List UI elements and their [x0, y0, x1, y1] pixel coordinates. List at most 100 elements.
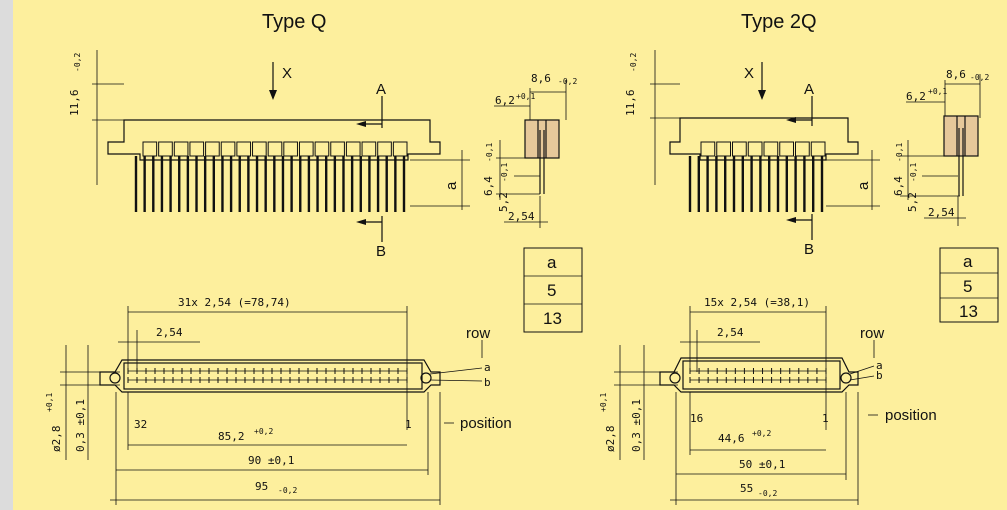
contact-cavity: [220, 141, 236, 157]
dim-a-label-2q: a: [855, 181, 872, 190]
section-a-label-q: A: [376, 81, 386, 98]
side-q-h1-dim: 6,4: [482, 176, 495, 196]
table-2q-header: a: [963, 252, 973, 271]
side-2q-h2-tol: -0,1: [909, 163, 918, 182]
side-2q-top-dim: 8,6: [946, 68, 966, 81]
position-label-q: position: [460, 415, 512, 432]
side-q-pitch-dim: 2,54: [508, 210, 535, 223]
type-2q-last-position: 1: [822, 412, 829, 425]
type-2q-front-view: 11,6 -0,2 X A B a: [624, 50, 880, 258]
contact-cavity: [142, 141, 158, 157]
title-type-2q: Type 2Q: [741, 11, 817, 33]
contact-cavity: [392, 141, 408, 157]
side-q-left-tol: +0,1: [516, 92, 535, 101]
dim-a-label-q: a: [443, 181, 460, 190]
row-a-label-2q: a: [876, 359, 883, 372]
contact-cavity: [173, 141, 189, 157]
contact-cavity: [795, 141, 810, 157]
table-2q-cell: 13: [959, 302, 978, 321]
contact-cavity: [747, 141, 763, 157]
type-2q-height-tol: -0,2: [629, 53, 638, 72]
contact-cavity: [779, 141, 794, 157]
row-a-label-q: a: [484, 361, 491, 374]
contact-cavity: [298, 141, 314, 157]
type-2q-width-3-tol: -0,2: [758, 489, 777, 498]
contact-cavity: [361, 141, 377, 157]
contact-cavity: [810, 141, 826, 157]
type-q-width-2: 90 ±0,1: [248, 454, 294, 467]
position-label-2q: position: [885, 407, 937, 424]
type-2q-side-view: 8,6 -0,2 6,2 +0,1 6,4 -0,1 5,2 -0,1 2,54: [892, 68, 989, 226]
contact-cavity: [314, 141, 330, 157]
contact-cavity: [716, 141, 731, 157]
side-2q-h1-dim: 6,4: [892, 176, 905, 196]
contact-cavity: [283, 141, 298, 157]
type-q-width-1: 85,2: [218, 430, 245, 443]
side-2q-h2-dim: 5,2: [906, 192, 919, 212]
side-2q-top-tol: -0,2: [970, 73, 989, 82]
table-q-header: a: [547, 253, 557, 272]
contact-cavity: [236, 141, 252, 157]
side-2q-pitch-dim: 2,54: [928, 206, 955, 219]
type-q-height-tol: -0,2: [73, 53, 82, 72]
title-type-q: Type Q: [262, 11, 326, 33]
type-q-height-dim: 11,6: [68, 90, 81, 117]
type-q-hole-dim: ø2,8: [50, 426, 63, 453]
type-q-table: a 5 13: [523, 247, 583, 333]
table-2q-cell: 5: [963, 277, 972, 296]
contact-cavity: [189, 141, 205, 157]
type-q-first-position: 32: [134, 418, 147, 431]
type-q-width-3: 95: [255, 480, 268, 493]
contact-cavity: [252, 141, 267, 157]
row-b-label-2q: b: [876, 369, 883, 382]
contact-cavity: [732, 141, 747, 157]
type-2q-bottom-view: 15x 2,54 (=38,1) 2,54 16 1 44,6 +0,2 50 …: [599, 296, 937, 505]
type-q-thickness-dim: 0,3 ±0,1: [74, 399, 87, 452]
type-2q-thickness-dim: 0,3 ±0,1: [630, 399, 643, 452]
contact-cavity: [377, 141, 392, 157]
contact-cavity: [205, 141, 220, 157]
type-q-front-view: 11,6 -0,2 X A B a: [68, 50, 470, 260]
table-q-cell: 5: [547, 281, 556, 300]
side-2q-h1-tol: -0,1: [895, 143, 904, 162]
type-2q-hole-dim: ø2,8: [604, 426, 617, 453]
type-q-pitch: 2,54: [156, 326, 183, 339]
table-q-cell: 13: [543, 309, 562, 328]
type-2q-first-position: 16: [690, 412, 703, 425]
side-q-left-dim: 6,2: [495, 94, 515, 107]
section-b-label-2q: B: [804, 241, 814, 258]
side-q-h1-tol: -0,1: [485, 143, 494, 162]
type-2q-width-3: 55: [740, 482, 753, 495]
type-2q-hole-tol: +0,1: [599, 393, 608, 412]
side-2q-left-dim: 6,2: [906, 90, 926, 103]
side-2q-left-tol: +0,1: [928, 87, 947, 96]
type-2q-height-dim: 11,6: [624, 90, 637, 117]
side-q-h2-tol: -0,1: [500, 163, 509, 182]
contact-cavity: [700, 141, 716, 157]
type-q-last-position: 1: [405, 418, 412, 431]
left-edge-strip: [0, 0, 13, 510]
type-q-hole-tol: +0,1: [45, 393, 54, 412]
row-b-label-q: b: [484, 376, 491, 389]
row-label-q: row: [466, 325, 490, 342]
type-q-width-3-tol: -0,2: [278, 486, 297, 495]
type-q-side-view: 8,6 -0,2 6,2 +0,1 6,4 -0,1 5,2 -0,1 2,54: [482, 72, 577, 228]
contact-cavity: [330, 141, 345, 157]
type-q-width-1-tol: +0,2: [254, 427, 273, 436]
row-label-2q: row: [860, 325, 884, 342]
contact-cavity: [763, 141, 779, 157]
type-2q-width-1: 44,6: [718, 432, 745, 445]
side-q-h2-dim: 5,2: [497, 192, 510, 212]
type-2q-pitch-count: 15x 2,54 (=38,1): [704, 296, 810, 309]
section-b-label-q: B: [376, 243, 386, 260]
type-q-pitch-count: 31x 2,54 (=78,74): [178, 296, 291, 309]
side-q-top-tol: -0,2: [558, 77, 577, 86]
view-x-label-2q: X: [744, 65, 754, 82]
section-a-label-2q: A: [804, 81, 814, 98]
type-2q-width-1-tol: +0,2: [752, 429, 771, 438]
contact-cavity: [345, 141, 361, 157]
type-2q-width-2: 50 ±0,1: [739, 458, 785, 471]
contact-cavity: [158, 141, 173, 157]
view-x-label-q: X: [282, 65, 292, 82]
